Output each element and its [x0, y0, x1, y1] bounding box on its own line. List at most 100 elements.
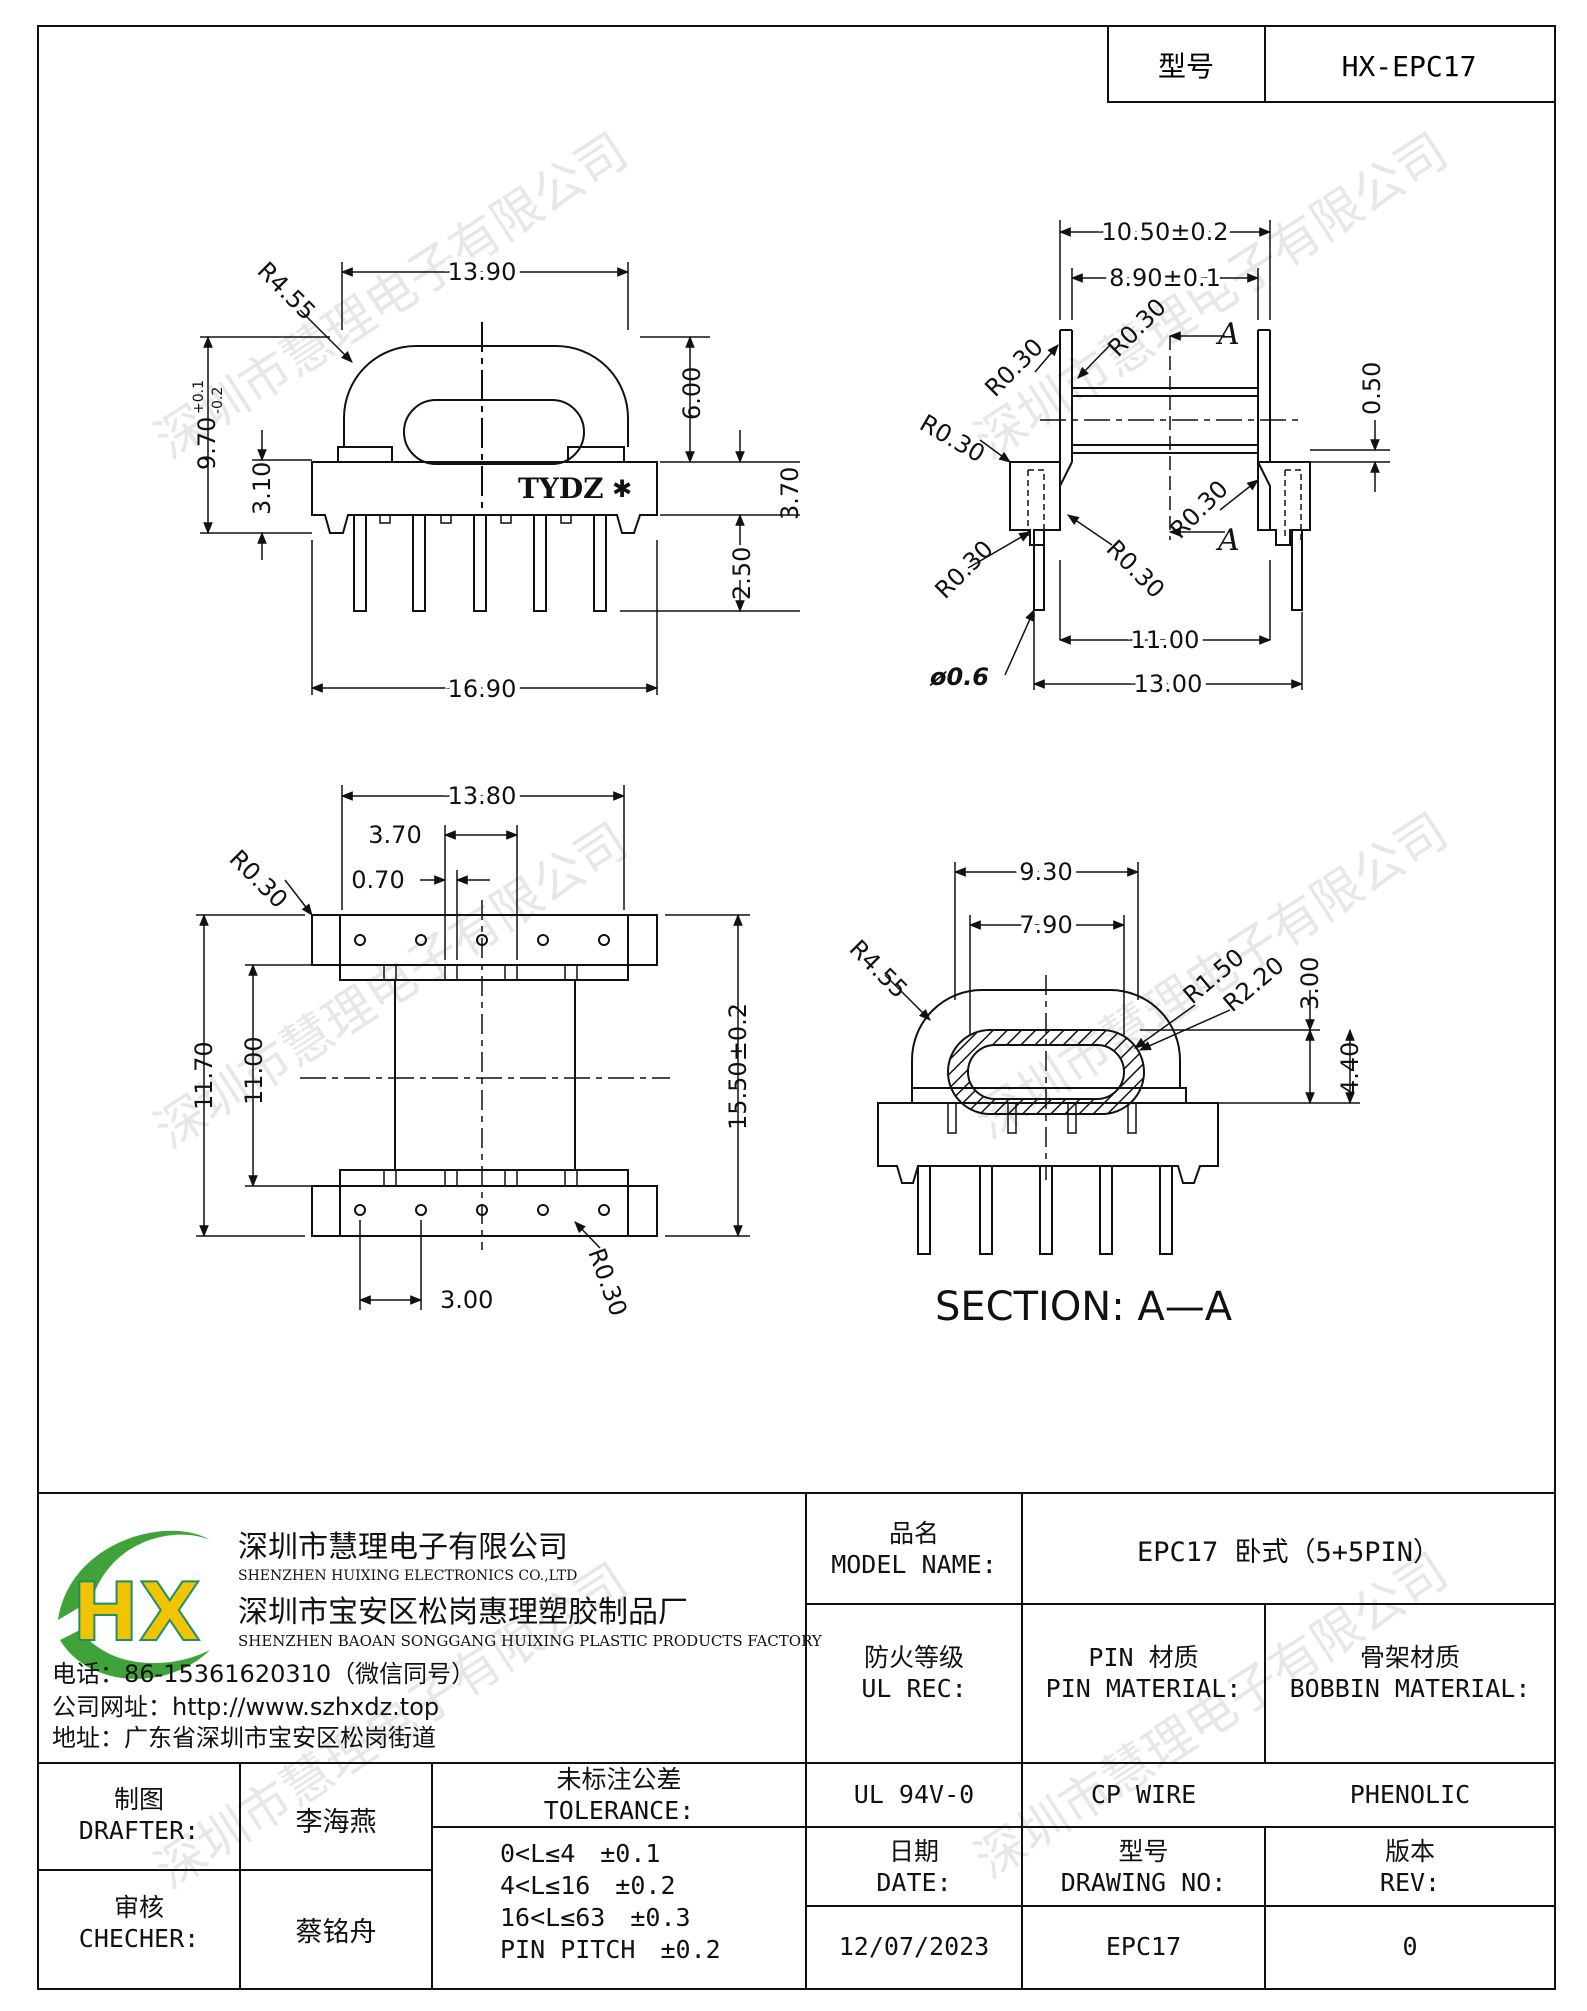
fire-rating-value: UL 94V-0 — [853, 1780, 975, 1809]
dim-pin-pitch: 3.00 — [440, 1286, 493, 1314]
dim-section-300: 3.00 — [1296, 957, 1324, 1010]
fire-rating-label: 防火等级 UL REC: — [806, 1642, 1022, 1704]
dim-height-tol-minus: -0.2 — [210, 387, 226, 414]
dim-pin-length: 2.50 — [728, 547, 756, 600]
tolerance-line: PIN PITCH ±0.2 — [500, 1935, 721, 1964]
company-address: 地址：广东省深圳市宝安区松岗街道 — [52, 1724, 436, 1752]
tolerance-line: 4<L≤16 ±0.2 — [500, 1871, 676, 1900]
company-name-en: SHENZHEN HUIXING ELECTRONICS CO.,LTD — [238, 1568, 578, 1584]
front-view-labels: 13.90 16.90 R4.55 9.70 +0.1 -0.2 3.10 6.… — [191, 253, 804, 708]
checker-cn: 审核 — [113, 1893, 164, 1922]
date-label: 日期 DATE: — [806, 1836, 1022, 1898]
section-view — [877, 862, 1360, 1255]
dim-slot-width: 0.70 — [351, 866, 404, 894]
sheet-border — [37, 25, 1556, 1990]
fire-rating-en: UL REC: — [861, 1674, 967, 1703]
fire-rating-cn: 防火等级 — [863, 1643, 964, 1672]
rev-value: 0 — [1402, 1932, 1418, 1961]
dim-pin-span: 11.00 — [1131, 626, 1200, 654]
model-name-en: MODEL NAME: — [831, 1550, 997, 1579]
tolerance-line: 16<L≤63 ±0.3 — [500, 1903, 691, 1932]
checker-label: 审核 CHECHER: — [38, 1892, 240, 1954]
dim-inner-height: 11.70 — [190, 1041, 218, 1110]
dim-section-440: 4.40 — [1336, 1042, 1364, 1095]
model-name-value: EPC17 卧式（5+5PIN） — [1136, 1537, 1441, 1568]
dim-pin-dia: ø0.6 — [929, 663, 989, 691]
tolerance-line: 0<L≤4 ±0.1 — [500, 1839, 661, 1868]
bobbin-material-value: PHENOLIC — [1349, 1780, 1471, 1809]
dim-r030-top: R0.30 — [224, 844, 293, 913]
drawing-no-label: 型号 DRAWING NO: — [1022, 1836, 1265, 1898]
dim-r030-bottom: R0.30 — [582, 1244, 632, 1319]
drawing-no-en: DRAWING NO: — [1060, 1868, 1227, 1897]
rev-label: 版本 REV: — [1265, 1836, 1555, 1898]
dim-top-width: 13.90 — [448, 258, 517, 286]
dim-bottom-width: 16.90 — [448, 675, 517, 703]
dim-radius-r455: R4.55 — [252, 256, 321, 325]
bobbin-marking: TYDZ — [518, 472, 604, 505]
pin-material-en: PIN MATERIAL: — [1045, 1674, 1242, 1703]
pin-material-value: CP WIRE — [1090, 1780, 1197, 1809]
drawing-no-value: EPC17 — [1105, 1932, 1182, 1961]
company-logo: HX — [58, 1530, 210, 1679]
tolerance-table: 0<L≤4 ±0.1 4<L≤16 ±0.2 16<L≤63 ±0.3 PIN … — [500, 1838, 721, 1966]
header-model-label: 型号 — [1158, 50, 1214, 83]
dim-arch-height: 6.00 — [678, 367, 706, 420]
side-view — [967, 220, 1390, 690]
header-model-box: 型号 HX-EPC17 — [1107, 25, 1556, 103]
date-value: 12/07/2023 — [838, 1932, 990, 1961]
drafter-cn: 制图 — [113, 1785, 164, 1814]
dim-section-outer: 9.30 — [1019, 858, 1072, 886]
dim-r030-d: R0.30 — [929, 535, 998, 604]
drawing-no-cn: 型号 — [1118, 1837, 1169, 1866]
dim-inner-width: 8.90±0.1 — [1109, 264, 1221, 292]
dim-outer-width: 10.50±0.2 — [1102, 218, 1229, 246]
tolerance-cn: 未标注公差 — [556, 1765, 682, 1794]
front-view — [200, 262, 800, 695]
rev-en: REV: — [1379, 1868, 1441, 1897]
bobbin-material-label: 骨架材质 BOBBIN MATERIAL: — [1265, 1642, 1555, 1704]
section-mark-top: A — [1215, 317, 1240, 352]
factory-name-en: SHENZHEN BAOAN SONGGANG HUIXING PLASTIC … — [238, 1632, 822, 1650]
watermark-3: 深圳市慧理电子有限公司 — [145, 812, 638, 1160]
bottom-view — [196, 785, 750, 1310]
dim-slot-pitch: 3.70 — [368, 821, 421, 849]
dim-width-1380: 13.80 — [448, 782, 517, 810]
drafter-name: 李海燕 — [295, 1807, 377, 1838]
date-cn: 日期 — [888, 1837, 939, 1866]
factory-name-cn: 深圳市宝安区松岗惠理塑胶制品厂 — [238, 1595, 688, 1630]
dim-flange-height: 3.70 — [776, 467, 804, 520]
watermark-2: 深圳市慧理电子有限公司 — [965, 122, 1458, 470]
title-block-grid — [38, 1492, 1555, 1989]
bobbin-material-en: BOBBIN MATERIAL: — [1289, 1674, 1531, 1703]
date-en: DATE: — [876, 1868, 952, 1897]
company-phone: 电话：86-15361620310（微信同号） — [52, 1660, 476, 1688]
dim-height-tol-plus: +0.1 — [191, 380, 207, 414]
bobbin-material-cn: 骨架材质 — [1359, 1643, 1460, 1672]
checker-name: 蔡铭舟 — [295, 1917, 377, 1948]
model-name-label: 品名 MODEL NAME: — [806, 1518, 1022, 1580]
section-caption: SECTION: A—A — [935, 1284, 1233, 1330]
dim-gap: 0.50 — [1358, 362, 1386, 415]
dim-core-height: 11.00 — [240, 1036, 268, 1105]
header-model-value: HX-EPC17 — [1342, 50, 1477, 83]
dim-base-height: 3.10 — [248, 462, 276, 515]
pin-material-label: PIN 材质 PIN MATERIAL: — [1022, 1642, 1265, 1704]
rev-cn: 版本 — [1384, 1837, 1435, 1866]
dim-section-r455: R4.55 — [844, 934, 913, 1003]
dim-r030-e: R0.30 — [1101, 534, 1170, 603]
dim-section-inner: 7.90 — [1019, 911, 1072, 939]
dim-total-height: 15.50±0.2 — [724, 1003, 752, 1130]
drafter-label: 制图 DRAFTER: — [38, 1784, 240, 1846]
drafter-en: DRAFTER: — [78, 1816, 200, 1845]
tolerance-en: TOLERANCE: — [543, 1796, 695, 1825]
dim-height-total: 9.70 — [193, 417, 221, 470]
bobbin-marking-symbol: ✱ — [612, 475, 632, 503]
side-view-labels: 10.50±0.2 8.90±0.1 11.00 13.00 0.50 ø0.6… — [915, 213, 1386, 703]
checker-en: CHECHER: — [78, 1924, 200, 1953]
pin-material-cn: PIN 材质 — [1088, 1643, 1199, 1672]
section-mark-bottom: A — [1215, 523, 1240, 558]
tolerance-label: 未标注公差 TOLERANCE: — [432, 1764, 806, 1826]
logo-letters: HX — [72, 1566, 201, 1659]
dim-total-span: 13.00 — [1134, 670, 1203, 698]
